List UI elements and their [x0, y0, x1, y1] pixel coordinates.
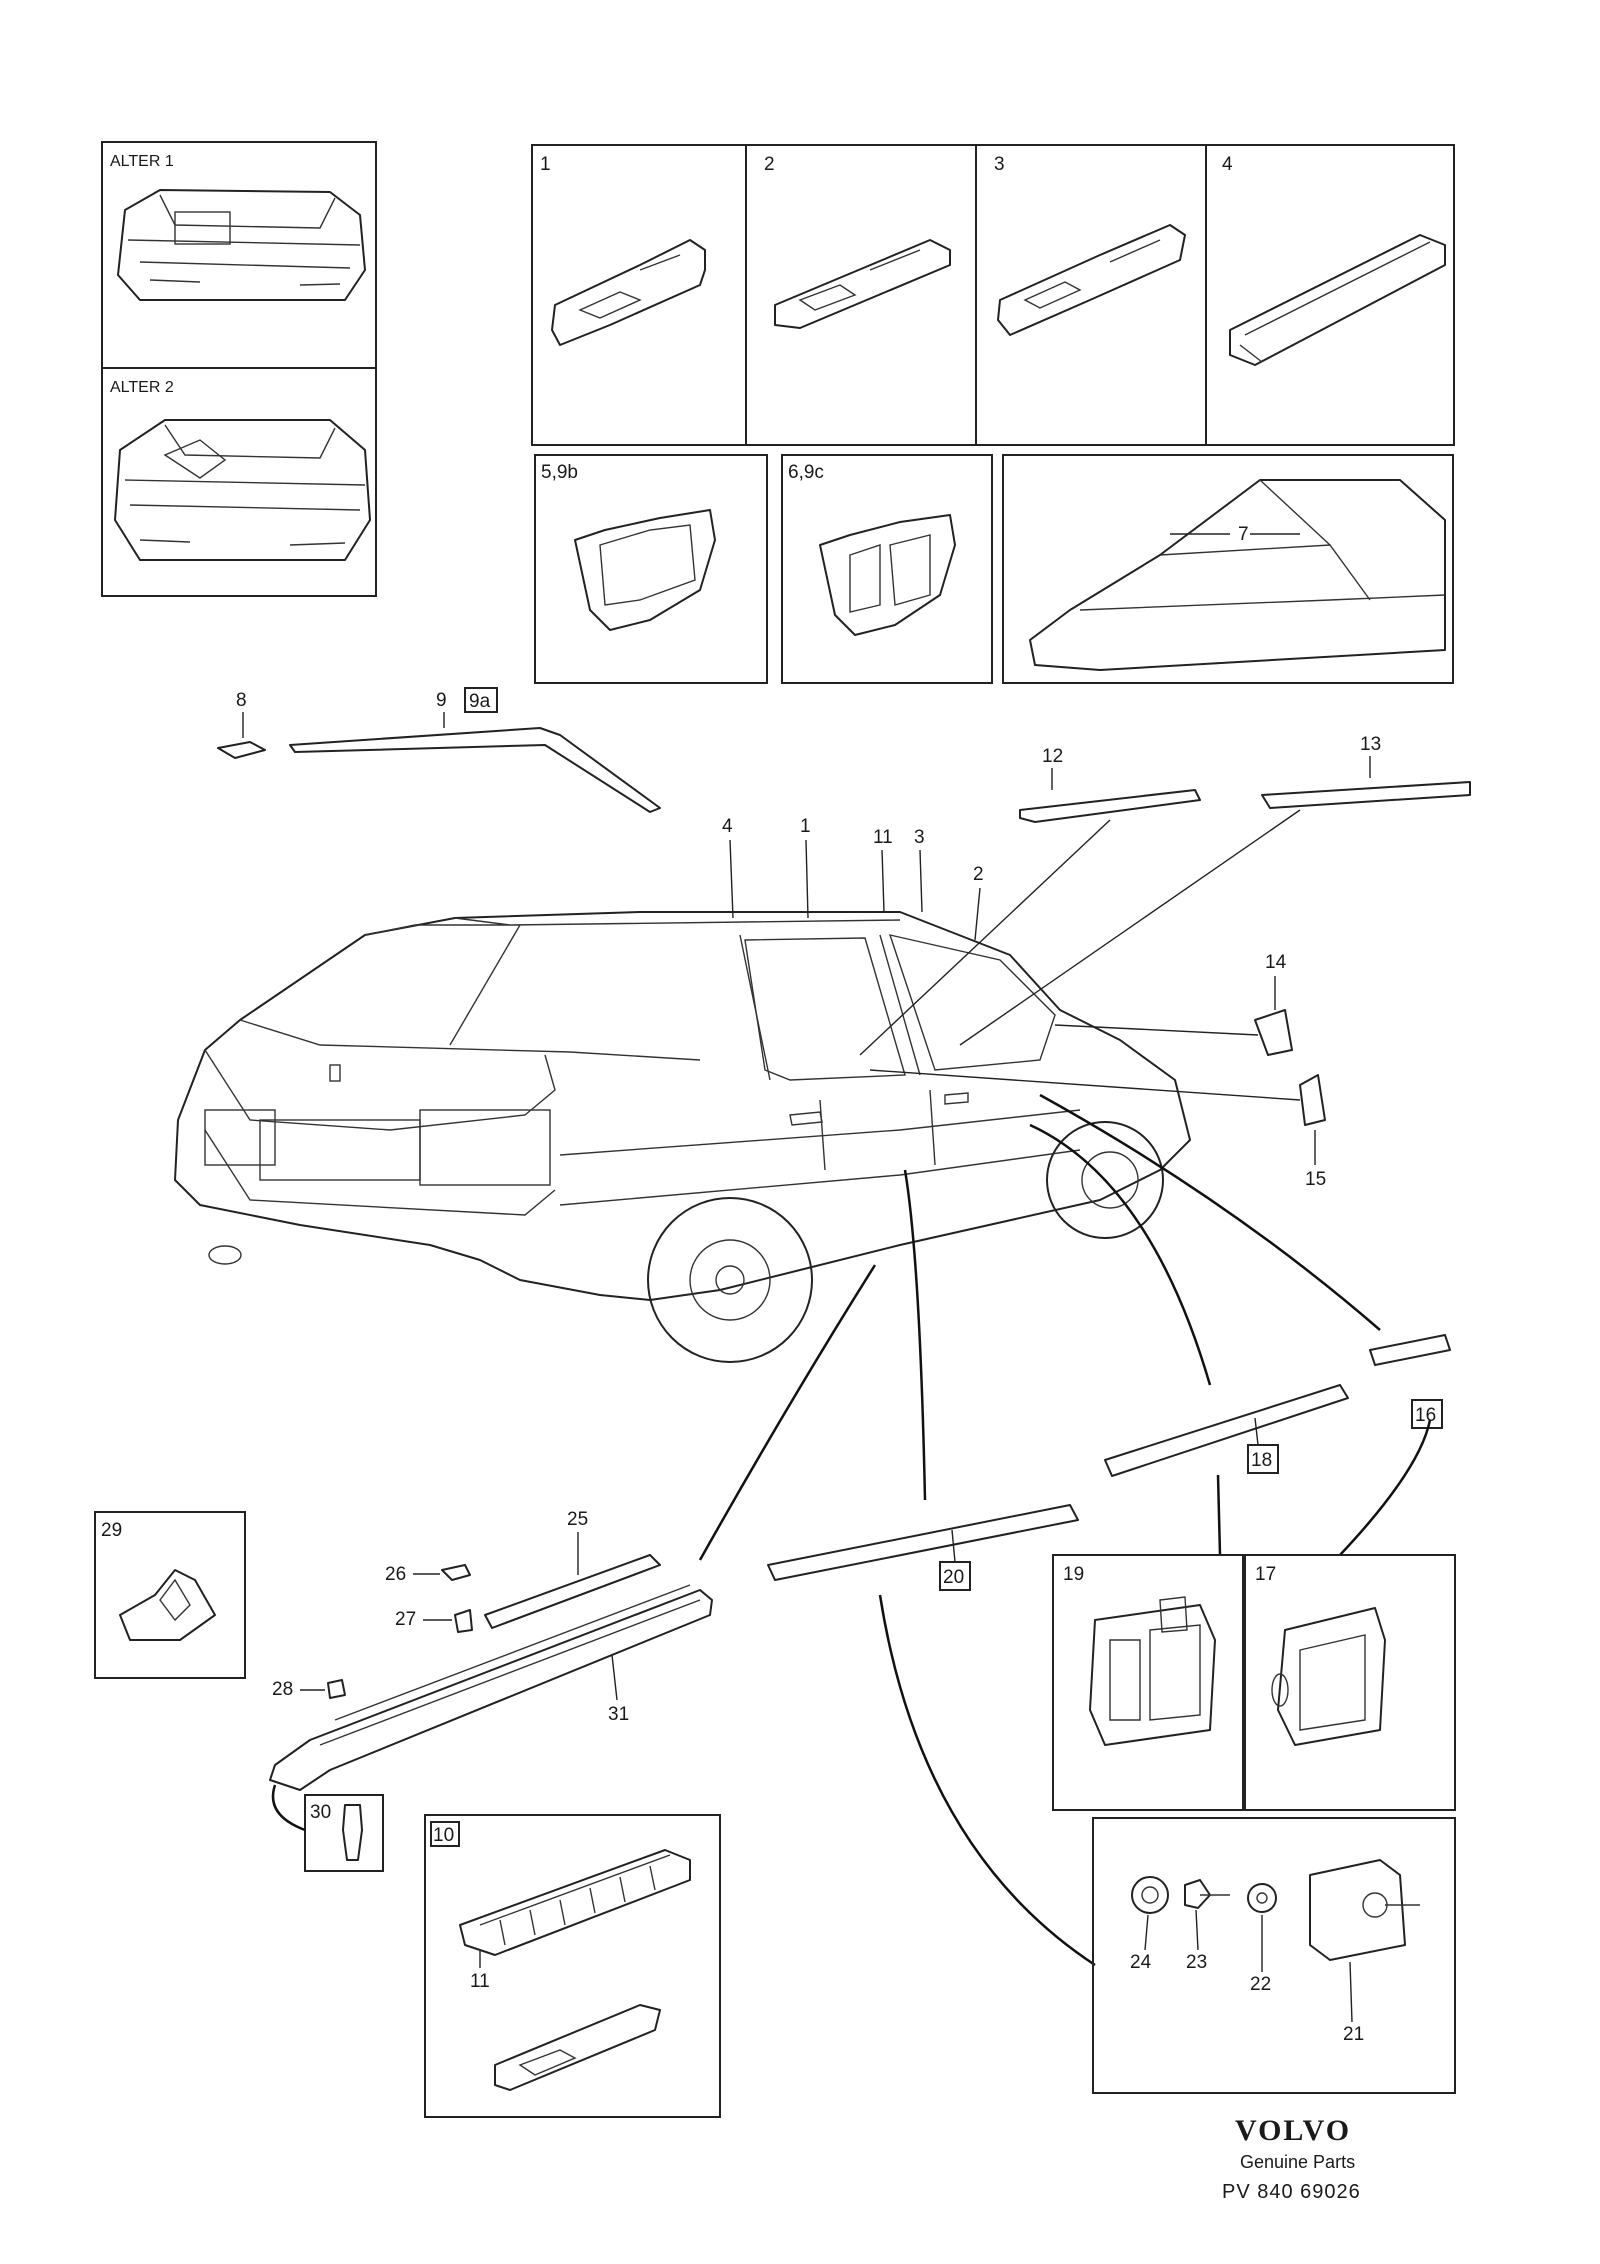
clip-panel-10: 10 11 — [424, 1814, 721, 2118]
arrow-16 — [1039, 1093, 1381, 1331]
part-8-end-cap — [217, 741, 266, 759]
arrow-17 — [1339, 1419, 1432, 1556]
clip-panel-6-9c-label: 6,9c — [788, 462, 824, 483]
alter-2-label: ALTER 2 — [110, 379, 174, 396]
part-16-molding — [1369, 1334, 1451, 1366]
callout-9a: 9a — [469, 691, 491, 712]
callout-14: 14 — [1265, 952, 1287, 973]
clip-panel-17: 17 — [1244, 1554, 1456, 1811]
part-14-clip — [1254, 1009, 1293, 1056]
clip-panel-1-label: 1 — [540, 154, 551, 175]
callout-23: 23 — [1186, 1952, 1207, 1973]
part-9-roof-molding — [289, 727, 661, 813]
fastener-panel-21-24: 24 23 22 21 — [1092, 1817, 1456, 2094]
alter-1-panel: ALTER 1 — [101, 141, 377, 369]
diagram-code: PV 840 69026 — [1222, 2181, 1361, 2203]
part-27-fastener — [454, 1609, 473, 1633]
callout-11-clip: 11 — [470, 1971, 490, 1992]
clip-panel-19-label: 19 — [1063, 1564, 1084, 1585]
clip-panel-10-label: 10 — [433, 1825, 454, 1846]
callout-4: 4 — [722, 816, 733, 837]
part-25-trim — [484, 1554, 661, 1629]
callout-18-box — [1247, 1444, 1279, 1474]
clip-panel-3: 3 — [975, 144, 1207, 446]
callout-9a-box — [464, 687, 498, 713]
callout-24: 24 — [1130, 1952, 1152, 1973]
part-31-rocker-panel — [269, 1589, 713, 1791]
clip-panel-4-label: 4 — [1222, 154, 1233, 175]
part-28-screw — [327, 1679, 346, 1699]
clip-panel-3-label: 3 — [994, 154, 1005, 175]
genuine-parts-text: Genuine Parts — [1240, 2152, 1355, 2172]
clip-panel-29-label: 29 — [101, 1520, 122, 1541]
part-15-clip — [1299, 1074, 1326, 1126]
callout-27: 27 — [395, 1609, 416, 1630]
part-20-molding — [767, 1504, 1079, 1581]
callout-26: 26 — [385, 1564, 406, 1585]
windshield-trim-label: 7 — [1238, 524, 1249, 545]
callout-20: 20 — [943, 1567, 964, 1588]
callout-16: 16 — [1415, 1405, 1436, 1426]
arrow-19 — [1216, 1474, 1222, 1556]
clip-panel-6-9c: 6,9c — [781, 454, 993, 684]
clip-panel-5-9b: 5,9b — [534, 454, 768, 684]
callout-30-box — [304, 1794, 384, 1872]
callout-30: 30 — [310, 1802, 331, 1823]
arrow-18 — [1029, 1123, 1212, 1386]
callout-8: 8 — [236, 690, 247, 711]
clip-panel-19: 19 — [1052, 1554, 1244, 1811]
callout-28: 28 — [272, 1679, 293, 1700]
clip-panel-2: 2 — [745, 144, 977, 446]
part-13-window-trim — [1261, 781, 1471, 809]
callout-2: 2 — [973, 864, 984, 885]
volvo-logo: VOLVO — [1235, 2114, 1351, 2147]
arrow-31 — [698, 1264, 877, 1561]
alter-2-panel: ALTER 2 — [101, 367, 377, 597]
callout-11: 11 — [873, 827, 893, 848]
arrow-30 — [271, 1784, 306, 1832]
callout-12: 12 — [1042, 746, 1063, 767]
part-18-molding — [1104, 1384, 1349, 1477]
callout-3: 3 — [914, 827, 925, 848]
windshield-trim-panel: 7 — [1002, 454, 1454, 684]
callout-22: 22 — [1250, 1974, 1271, 1995]
callout-21: 21 — [1343, 2024, 1364, 2045]
callout-13: 13 — [1360, 734, 1381, 755]
arrow-21 — [878, 1594, 1096, 1967]
clip-panel-2-label: 2 — [764, 154, 775, 175]
clip-panel-17-label: 17 — [1255, 1564, 1276, 1585]
clip-panel-29: 29 — [94, 1511, 246, 1679]
clip-panel-5-9b-label: 5,9b — [541, 462, 578, 483]
part-30-push-clip — [342, 1804, 363, 1861]
callout-9: 9 — [436, 690, 447, 711]
arrow-20 — [903, 1169, 927, 1501]
part-26-clip — [441, 1564, 471, 1581]
callout-1: 1 — [800, 816, 811, 837]
part-12-window-trim — [1019, 789, 1201, 823]
clip-panel-4: 4 — [1205, 144, 1455, 446]
callout-18: 18 — [1251, 1450, 1272, 1471]
clip-panel-1: 1 — [531, 144, 747, 446]
callout-25: 25 — [567, 1509, 588, 1530]
callout-15: 15 — [1305, 1169, 1326, 1190]
callout-31: 31 — [608, 1704, 629, 1725]
alter-1-label: ALTER 1 — [110, 153, 174, 170]
car-body — [174, 911, 1191, 1363]
